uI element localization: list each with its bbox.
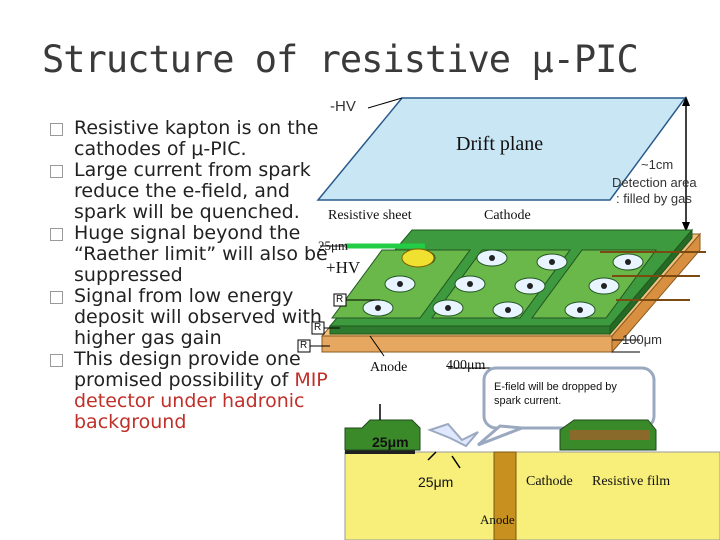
checkbox-bullet-icon — [50, 123, 63, 136]
resistor-label: R — [336, 294, 344, 305]
resistor-box — [333, 293, 347, 307]
cross-section-resistive-label: Resistive film — [592, 474, 671, 489]
resistive-side — [609, 228, 693, 336]
callout-pointer — [477, 424, 523, 447]
bullet-highlight: MIP detector under hadronic background — [74, 369, 328, 433]
callout-text: E-field will be dropped by spark current… — [494, 381, 617, 407]
bullet-item: This design provide one promised possibi… — [50, 349, 335, 433]
bullet-text: Large current from spark reduce the e-fi… — [74, 159, 311, 223]
drift-plane — [316, 97, 687, 201]
cathode-label: Cathode — [484, 208, 531, 223]
checkbox-bullet-icon — [50, 354, 63, 367]
pixel-holes — [362, 249, 644, 319]
board-front-substrate — [321, 335, 613, 353]
resistive-sheet-label: Resistive sheet — [328, 208, 412, 223]
gap-arrow-head-bottom — [682, 222, 690, 232]
bullet-item: Large current from spark reduce the e-fi… — [50, 160, 335, 223]
resistor-box — [311, 321, 325, 335]
dimension-arrow — [427, 451, 437, 461]
board-side-substrate — [611, 232, 701, 354]
minus-hv-label: -HV — [330, 98, 356, 115]
cross-section-25um-label: 25μm — [418, 474, 454, 490]
bullet-item: Huge signal beyond the “Raether limit” w… — [50, 223, 335, 286]
bullet-text: Huge signal beyond the “Raether limit” w… — [74, 222, 328, 286]
cross-section-25um-label: 25μm — [372, 434, 409, 450]
detection-area-sub-label: : filled by gas — [616, 191, 692, 206]
checkbox-bullet-icon — [50, 291, 63, 304]
resistor-label: R — [300, 340, 308, 351]
bullet-text: Resistive kapton is on the cathodes of μ… — [74, 117, 319, 160]
cross-section-substrate — [344, 451, 720, 540]
plus-hv-label: +HV — [326, 258, 361, 277]
bullet-item: Signal from low energy deposit will obse… — [50, 286, 335, 349]
dimension-arrow — [451, 455, 461, 469]
cathode-strip — [431, 249, 571, 319]
cross-section-anode-label: Anode — [480, 512, 515, 527]
anode-label: Anode — [370, 360, 408, 375]
thickness-label: 25μm — [318, 238, 349, 253]
page-title: Structure of resistive μ-PIC — [42, 38, 639, 81]
cross-section-cathode-label: Cathode — [526, 474, 573, 489]
cross-section-anode — [493, 451, 517, 540]
checkbox-bullet-icon — [50, 228, 63, 241]
detection-area-label: Detection area — [612, 175, 697, 190]
hv-wire — [367, 97, 403, 109]
spark-pixel — [401, 248, 435, 268]
checkbox-bullet-icon — [50, 165, 63, 178]
anode-strips — [600, 251, 706, 301]
spark-bolt-icon — [427, 422, 479, 448]
resistive-front — [329, 325, 611, 335]
gap-arrow-head-top — [682, 96, 690, 106]
bullet-item: Resistive kapton is on the cathodes of μ… — [50, 118, 335, 160]
gap-label: ~1cm — [641, 157, 674, 172]
resistor-box — [297, 339, 311, 353]
drift-plane-label: Drift plane — [456, 133, 544, 155]
bullet-list: Resistive kapton is on the cathodes of μ… — [50, 118, 335, 433]
bullet-text: Signal from low energy deposit will obse… — [74, 285, 322, 349]
cross-section-cathode-left — [344, 419, 421, 451]
cross-section-resistive-film — [570, 430, 650, 440]
pitch-label: 400μm — [446, 358, 486, 373]
depth-label: 100μm — [622, 332, 663, 347]
anode-pointer — [369, 335, 385, 357]
resistor-label: R — [314, 322, 322, 333]
bullet-text: This design provide one promised possibi… — [74, 348, 301, 391]
